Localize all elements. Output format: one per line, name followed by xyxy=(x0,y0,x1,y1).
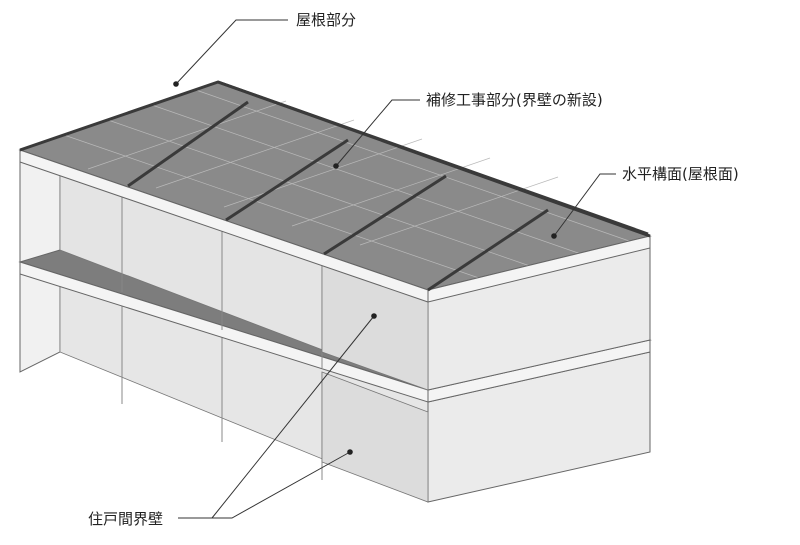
label-repair-part: 補修工事部分(界壁の新設) xyxy=(426,91,603,109)
leader-roof xyxy=(175,19,288,85)
leader-horizontal xyxy=(553,173,616,237)
label-partition-wall: 住戸間界壁 xyxy=(88,510,164,528)
leader-lines xyxy=(173,19,616,519)
leader-partition-lower xyxy=(178,451,351,519)
roof-slab xyxy=(18,81,652,303)
roof-truss xyxy=(19,80,651,292)
partition-wall-panel-lower xyxy=(321,371,429,503)
truss-diagonal-2 xyxy=(225,138,349,222)
marker-partition-upper xyxy=(371,313,377,319)
marker-repair xyxy=(333,163,339,169)
truss-diagonal-3 xyxy=(323,174,447,256)
roof-grid xyxy=(63,89,633,279)
truss-ridge xyxy=(217,80,649,236)
truss-diagonal-1 xyxy=(127,100,249,188)
marker-partition-lower xyxy=(347,449,353,455)
truss-diagonal-4 xyxy=(427,208,549,292)
leader-repair xyxy=(335,99,420,167)
roof-edge-right xyxy=(427,235,651,303)
leader-partition-upper xyxy=(211,315,375,519)
label-horizontal-surface: 水平構面(屋根面) xyxy=(622,165,739,183)
marker-horizontal xyxy=(551,233,557,239)
marker-roof xyxy=(173,81,179,87)
label-roof-part: 屋根部分 xyxy=(296,11,357,29)
